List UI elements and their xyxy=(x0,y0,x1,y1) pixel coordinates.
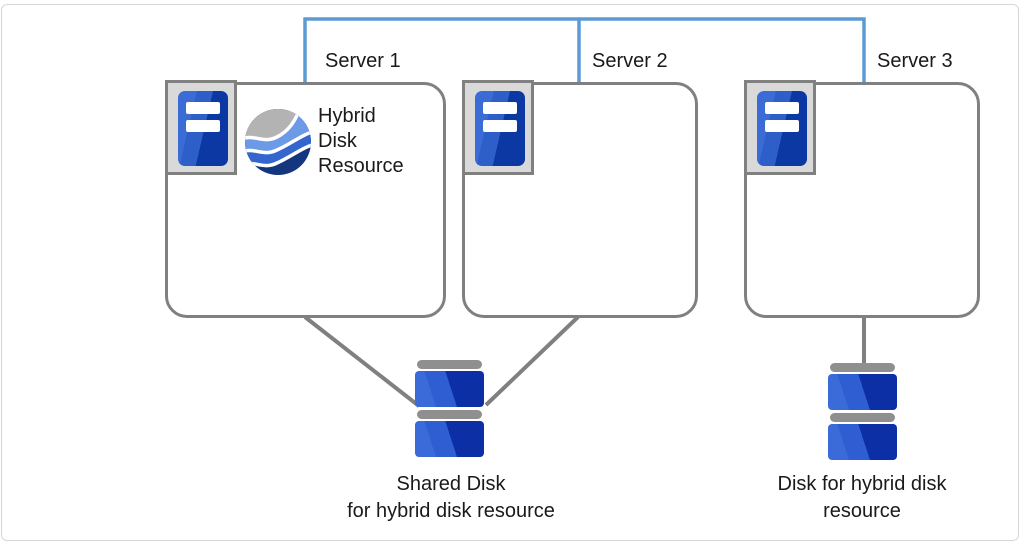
hybrid-disk-resource-label: Hybrid Disk Resource xyxy=(318,105,404,177)
server2-box xyxy=(462,82,698,318)
server-tower-icon xyxy=(757,91,807,166)
disk-cap xyxy=(417,410,482,419)
network-line xyxy=(303,17,866,82)
server3-label: Server 3 xyxy=(877,50,953,72)
server2-label: Server 2 xyxy=(592,50,668,72)
server-slot-icon xyxy=(765,102,799,114)
server-slot-icon xyxy=(186,120,220,132)
hybrid-disk-label: Disk for hybrid disk resource xyxy=(732,471,992,525)
server1-icon-tray xyxy=(165,80,237,175)
shared-disk-label-line2: for hybrid disk resource xyxy=(347,500,555,522)
shared-disk-icon xyxy=(415,360,484,457)
hybrid-disk-label-line2: resource xyxy=(823,500,901,522)
server-tower-icon xyxy=(178,91,228,166)
server1-label: Server 1 xyxy=(325,50,401,72)
disk-connector-lines xyxy=(303,315,866,408)
server-slot-icon xyxy=(483,102,517,114)
shared-disk-label: Shared Disk for hybrid disk resource xyxy=(301,471,601,525)
hybrid-disk-icon xyxy=(828,363,897,460)
wave-sphere-icon xyxy=(245,109,311,175)
disk-cap xyxy=(417,360,482,369)
disk-platter xyxy=(415,421,484,457)
server-slot-icon xyxy=(483,120,517,132)
shared-disk-label-line1: Shared Disk xyxy=(396,473,506,495)
server-slot-icon xyxy=(765,120,799,132)
hybrid-disk-label-line1: Disk for hybrid disk xyxy=(777,473,947,495)
server-tower-icon xyxy=(475,91,525,166)
disk-cap xyxy=(830,413,895,422)
server2-icon-tray xyxy=(462,80,534,175)
disk-platter xyxy=(415,371,484,407)
server3-icon-tray xyxy=(744,80,816,175)
disk-cap xyxy=(830,363,895,372)
server-slot-icon xyxy=(186,102,220,114)
disk-platter xyxy=(828,424,897,460)
disk-platter xyxy=(828,374,897,410)
